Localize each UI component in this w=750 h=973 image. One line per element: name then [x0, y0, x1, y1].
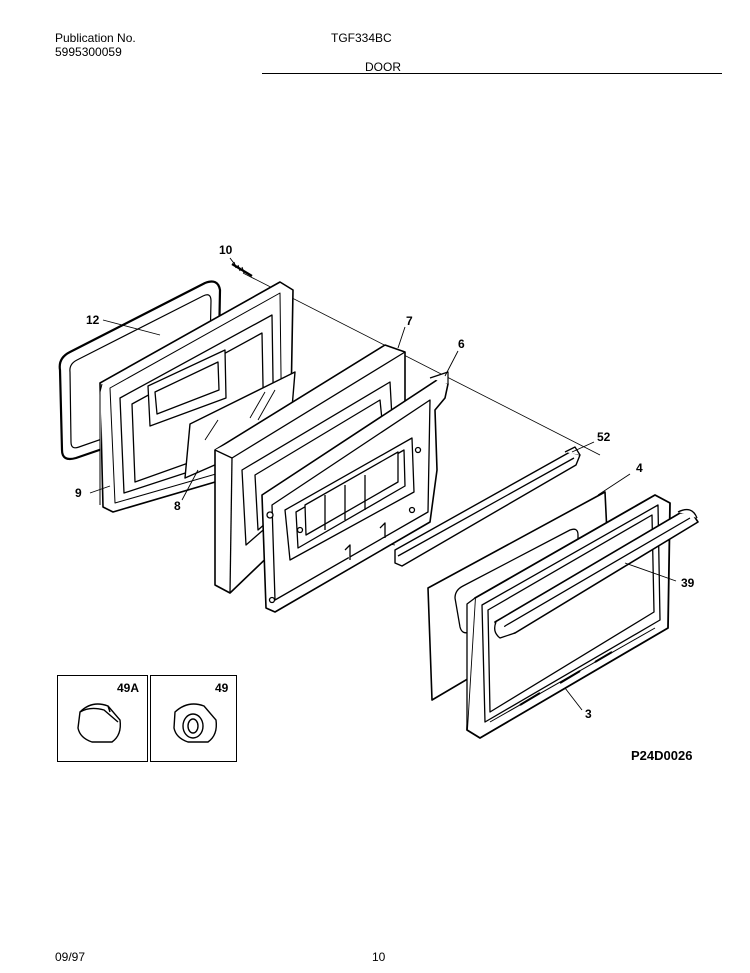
vent-strip-part-3: [489, 627, 656, 723]
leader-9: [89, 485, 111, 494]
leader-4: [597, 473, 631, 496]
leader-6: [444, 350, 459, 377]
inset-box-49a: [57, 675, 148, 762]
header-rule: [262, 73, 722, 74]
leader-12: [102, 319, 161, 336]
diagram-code: P24D0026: [631, 748, 692, 763]
callout-4: 4: [636, 461, 643, 475]
callout-6: 6: [458, 337, 465, 351]
leader-52: [571, 441, 595, 453]
callout-9: 9: [75, 486, 82, 500]
inset-label-49: 49: [215, 681, 229, 695]
callout-3: 3: [585, 707, 592, 721]
footer-date: 09/97: [55, 950, 86, 964]
door-handle-part-39: [494, 508, 699, 639]
inner-panel-part-6: [261, 371, 449, 613]
assembly-centerline: [242, 272, 601, 456]
model-number: TGF334BC: [331, 31, 392, 45]
callout-10: 10: [219, 243, 233, 257]
callout-52: 52: [597, 430, 611, 444]
leader-39: [624, 562, 677, 582]
leader-10: [229, 257, 237, 267]
leader-3: [564, 687, 583, 711]
knob-49-icon: [173, 703, 218, 743]
leader-7: [397, 326, 406, 349]
inset-box-49: [150, 675, 237, 762]
callout-7: 7: [406, 314, 413, 328]
screw-part-10: [231, 261, 253, 277]
page-number: 10: [372, 950, 386, 964]
publication-label: Publication No.: [55, 31, 136, 45]
trim-channel-part-52: [394, 446, 581, 567]
leader-8: [181, 469, 199, 501]
publication-number: 5995300059: [55, 45, 122, 59]
inset-label-49a: 49A: [117, 681, 139, 695]
section-title: DOOR: [365, 60, 401, 74]
callout-12: 12: [86, 313, 100, 327]
callout-8: 8: [174, 499, 181, 513]
callout-39: 39: [681, 576, 695, 590]
knob-49a-icon: [77, 703, 122, 743]
